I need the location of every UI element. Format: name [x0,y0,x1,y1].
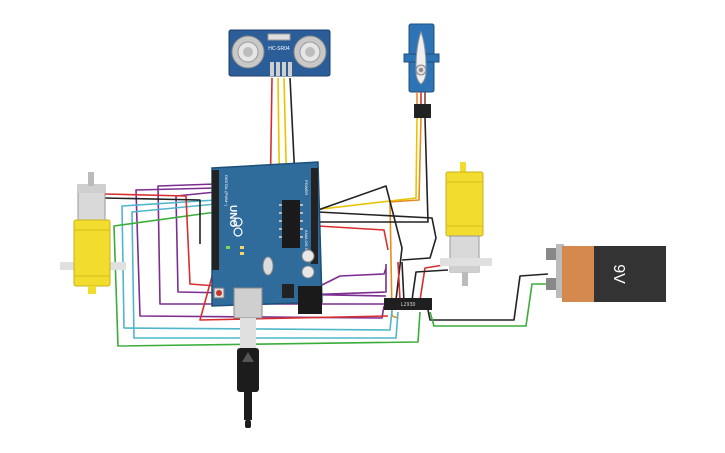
digital-label: DIGITAL (PWM~) [224,175,229,207]
wire-red-3 [397,261,401,301]
wire-green-battery [429,283,548,327]
usb-connector [233,287,263,319]
voltage-regulator [282,284,294,298]
wire-cyan-1 [121,199,393,331]
digital-header [212,170,219,270]
wire-black-3 [401,261,405,303]
driver-label: L293D [400,302,415,308]
ultrasonic-sensor[interactable]: HC-SR04 [228,29,331,77]
servo-motor[interactable] [403,23,440,118]
board-brand-label: UNO [227,205,238,227]
wire-black-2 [317,211,437,261]
power-label: POWER [304,180,309,195]
wire-red-motor1 [103,193,217,287]
analog-label: ANALOG IN [304,230,309,252]
dc-motor-right[interactable] [440,162,492,286]
wire-servo-gnd [314,117,429,223]
wires [103,77,549,347]
wire-black-battery [425,273,549,321]
arduino-uno-board[interactable]: UNO POWER DIGITAL (PWM~) ANALOG IN [211,161,323,319]
arduino-logo-icon [233,217,243,237]
power-jack [298,286,322,314]
battery-label: 9V [610,264,627,284]
wire-green-1 [113,211,421,347]
sensor-label: HC-SR04 [268,46,290,52]
crystal [262,256,274,276]
motor-driver-chip[interactable]: L293D [384,298,432,310]
wire-black-motor1 [103,197,201,244]
usb-cable-icon [237,318,259,428]
capacitor-1 [301,249,315,263]
wire-purple-5 [311,267,387,291]
wire-purple-2 [135,187,385,319]
power-header [311,168,318,264]
battery-9v[interactable]: 9V [546,244,666,302]
capacitor-2 [301,265,315,279]
dc-motor-left[interactable] [60,172,126,294]
wire-servo-signal [295,117,418,213]
atmega-chip [282,200,300,248]
wire-red-arduino-5v [199,261,389,321]
wire-black-motor2 [411,269,449,301]
wire-red-2 [317,225,389,251]
wire-cyan-2 [131,203,399,339]
